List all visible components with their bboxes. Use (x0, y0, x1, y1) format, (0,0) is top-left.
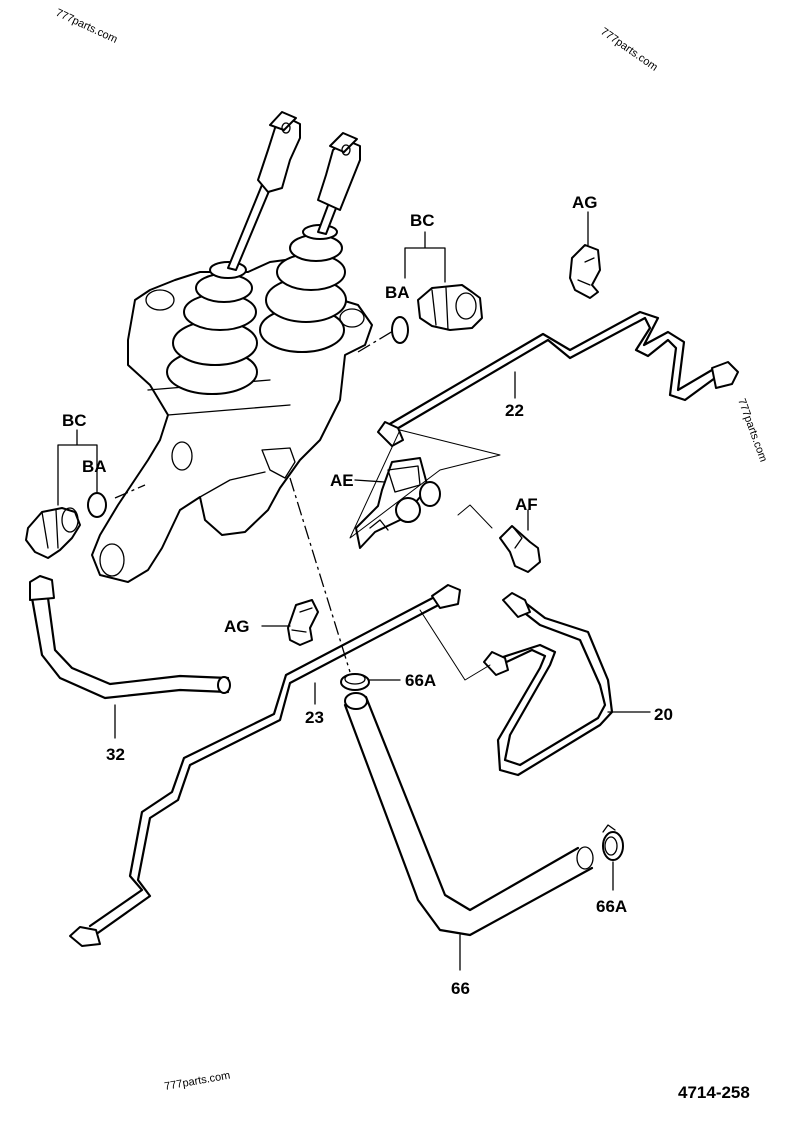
pipe-22-nut-right (711, 361, 739, 389)
part-labels: BC BA AG 22 BC BA AE AF AG 66A 20 23 32 … (62, 193, 673, 998)
pipe-23-nut-top (431, 584, 461, 609)
o-ring-top (391, 316, 409, 344)
label-ag-mid: AG (224, 617, 250, 636)
pipe-22-nut-left (377, 421, 404, 447)
pipe-20 (419, 592, 651, 777)
clevis-left (257, 111, 301, 193)
pipe-20-nut-top (502, 592, 531, 618)
label-bc-top: BC (410, 211, 435, 230)
pipe-20-nut-bottom (483, 651, 509, 676)
clamp-66a-low (602, 824, 624, 891)
bolt-af (457, 504, 541, 573)
hose-66 (343, 692, 594, 971)
label-bc-left: BC (62, 411, 87, 430)
elbow-fitting-top (391, 231, 483, 344)
push-rod-left (227, 179, 273, 271)
label-66a-mid: 66A (405, 671, 436, 690)
watermark-top-left: 777parts.com (54, 7, 119, 46)
bellows-right (259, 224, 347, 353)
label-ae: AE (330, 471, 354, 490)
label-ba-left: BA (82, 457, 107, 476)
figure-number: 4714-258 (678, 1083, 750, 1102)
hose-32-end (29, 575, 55, 601)
watermark-bottom: 777parts.com (163, 1070, 231, 1093)
label-20: 20 (654, 705, 673, 724)
pipe-23-nut-bottom (69, 926, 101, 947)
clevis-right (317, 132, 361, 211)
label-ba-top: BA (385, 283, 410, 302)
master-cylinder (91, 111, 373, 583)
clip-ag-top (569, 211, 601, 299)
label-ag-top: AG (572, 193, 598, 212)
bellows-left (166, 261, 258, 395)
hose-32 (29, 575, 231, 739)
pipe-23 (69, 584, 461, 947)
watermark-top-right: 777parts.com (598, 26, 659, 74)
label-66: 66 (451, 979, 470, 998)
label-66a-low: 66A (596, 897, 627, 916)
label-32: 32 (106, 745, 125, 764)
bracket-ae (349, 429, 501, 549)
clamp-66a-mid (340, 673, 401, 691)
watermark-right-side: 777parts.com (735, 397, 769, 464)
o-ring-left (87, 492, 107, 518)
clip-ag-mid (261, 599, 319, 646)
label-23: 23 (305, 708, 324, 727)
label-22: 22 (505, 401, 524, 420)
pipe-22 (377, 310, 739, 447)
label-af: AF (515, 495, 538, 514)
elbow-fitting-left (25, 429, 107, 559)
